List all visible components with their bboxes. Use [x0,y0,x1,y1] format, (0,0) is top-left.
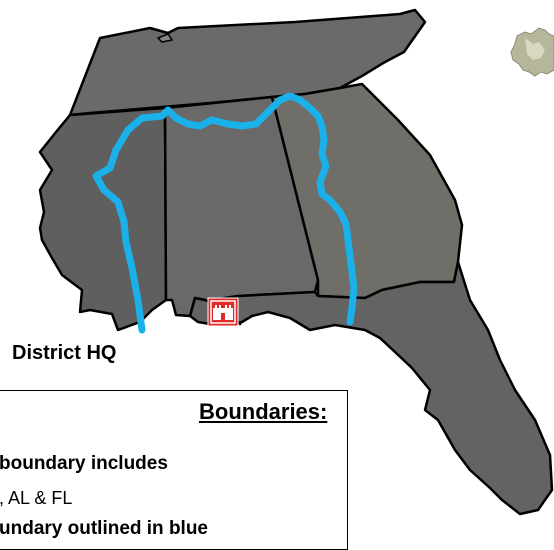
southeast-map [38,8,554,516]
usace-castle-logo-icon [207,297,242,327]
boundaries-info-box: Boundaries: boundary includes , AL & FL … [0,390,348,550]
boundaries-title: Boundaries: [199,399,328,424]
inset-map-icon [510,27,554,77]
boundary-outlined-text: undary outlined in blue [0,518,208,539]
district-boundary-line [92,92,358,334]
state-florida [188,260,554,516]
boundary-includes-text: boundary includes [0,453,168,474]
state-mississippi [38,106,168,332]
district-hq-label: District HQ [12,342,117,364]
lake-mark [156,33,174,43]
states-text: , AL & FL [0,488,73,508]
